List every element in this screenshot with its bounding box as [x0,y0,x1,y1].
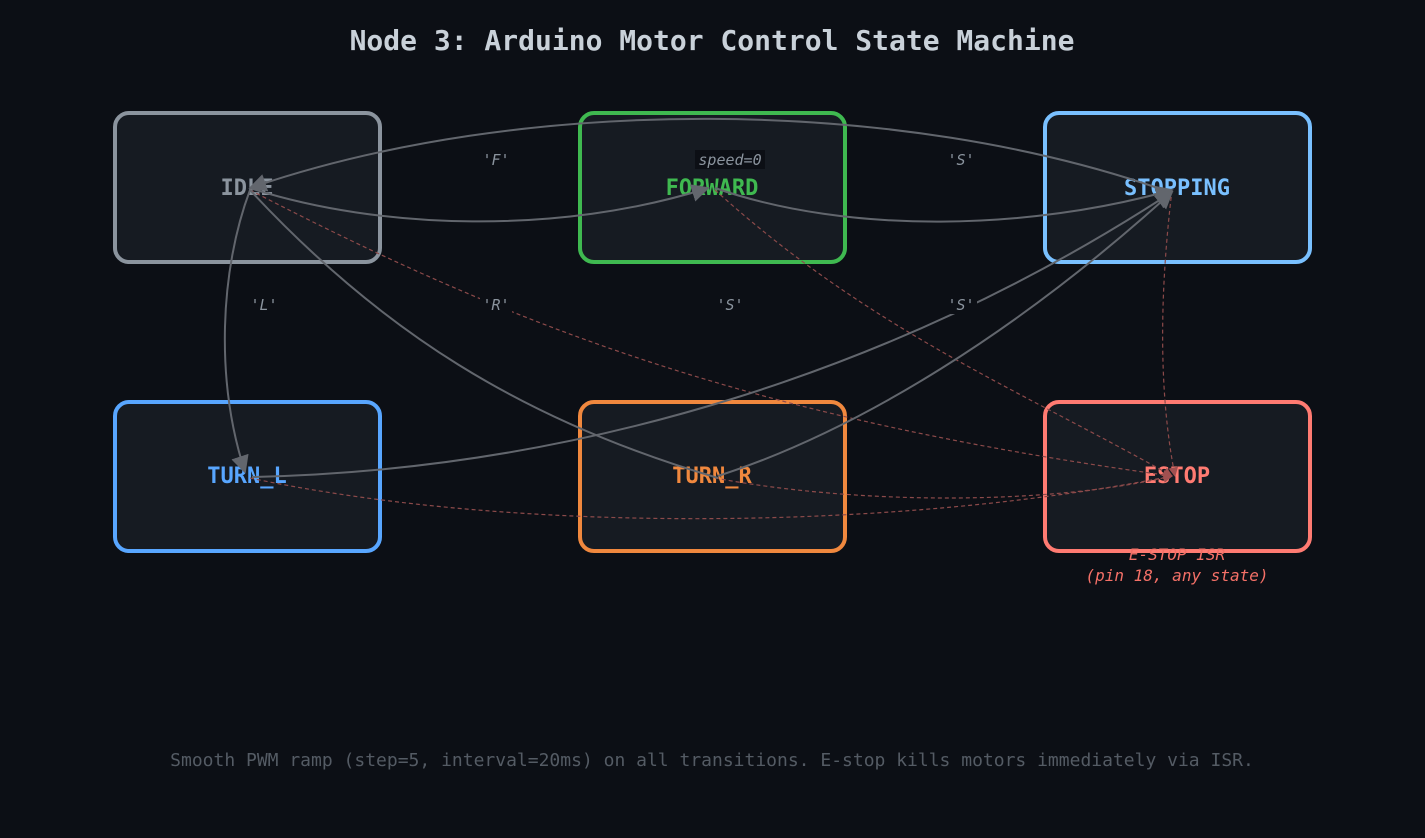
edge-idle-turn-l [223,189,251,474]
edge-label-stopping-idle: speed=0 [698,151,761,169]
state-stopping-box [1043,111,1312,264]
edge-idle-forward [249,184,710,223]
edge-label-bg-speed [695,150,765,169]
edge-label-turn-r-stopping: 'S' [716,296,743,314]
edge-stopping-idle [248,117,1173,194]
edge-forward-stopping [714,185,1174,223]
edge-label-bg-s3 [945,295,977,314]
edge-label-turn-l-stopping: 'S' [947,296,974,314]
state-forward [578,111,847,264]
estop-note-line2: (pin 18, any state) [1085,566,1268,585]
edge-turn-l-estop [249,472,1173,520]
edge-idle-turn-r [249,189,719,479]
edge-forward-estop [714,189,1173,477]
edge-label-forward-stopping: 'S' [947,151,974,169]
edge-label-bg-s1 [945,150,977,169]
state-turn-l [113,400,382,553]
state-forward-box [578,111,847,264]
edge-idle-estop [249,189,1173,480]
edge-label-bg-r [480,295,512,314]
edge-label-idle-turn-r: 'R' [482,296,509,314]
footer-note: Smooth PWM ramp (step=5, interval=20ms) … [170,750,1254,771]
edge-turn-l-stopping [251,191,1174,478]
diagram-title: Node 3: Arduino Motor Control State Mach… [350,24,1075,57]
edge-label-bg-l [248,295,280,314]
edge-label-bg-s2 [714,295,746,314]
edge-label-idle-forward: 'F' [482,151,509,169]
state-turn-l-box [113,400,382,553]
edge-label-idle-turn-l: 'L' [250,296,277,314]
state-stopping [1043,111,1312,264]
state-estop-label: ESTOP [1144,464,1210,489]
state-stopping-label: STOPPING [1124,176,1230,201]
edge-turn-r-estop [714,473,1173,499]
edge-turn-r-stopping [717,190,1174,477]
state-idle-box [113,111,382,264]
estop-note-line1: E-STOP ISR [1129,545,1225,564]
state-idle [113,111,382,264]
edge-label-bg-f [480,150,512,169]
edge-stopping-estop [1162,189,1179,477]
